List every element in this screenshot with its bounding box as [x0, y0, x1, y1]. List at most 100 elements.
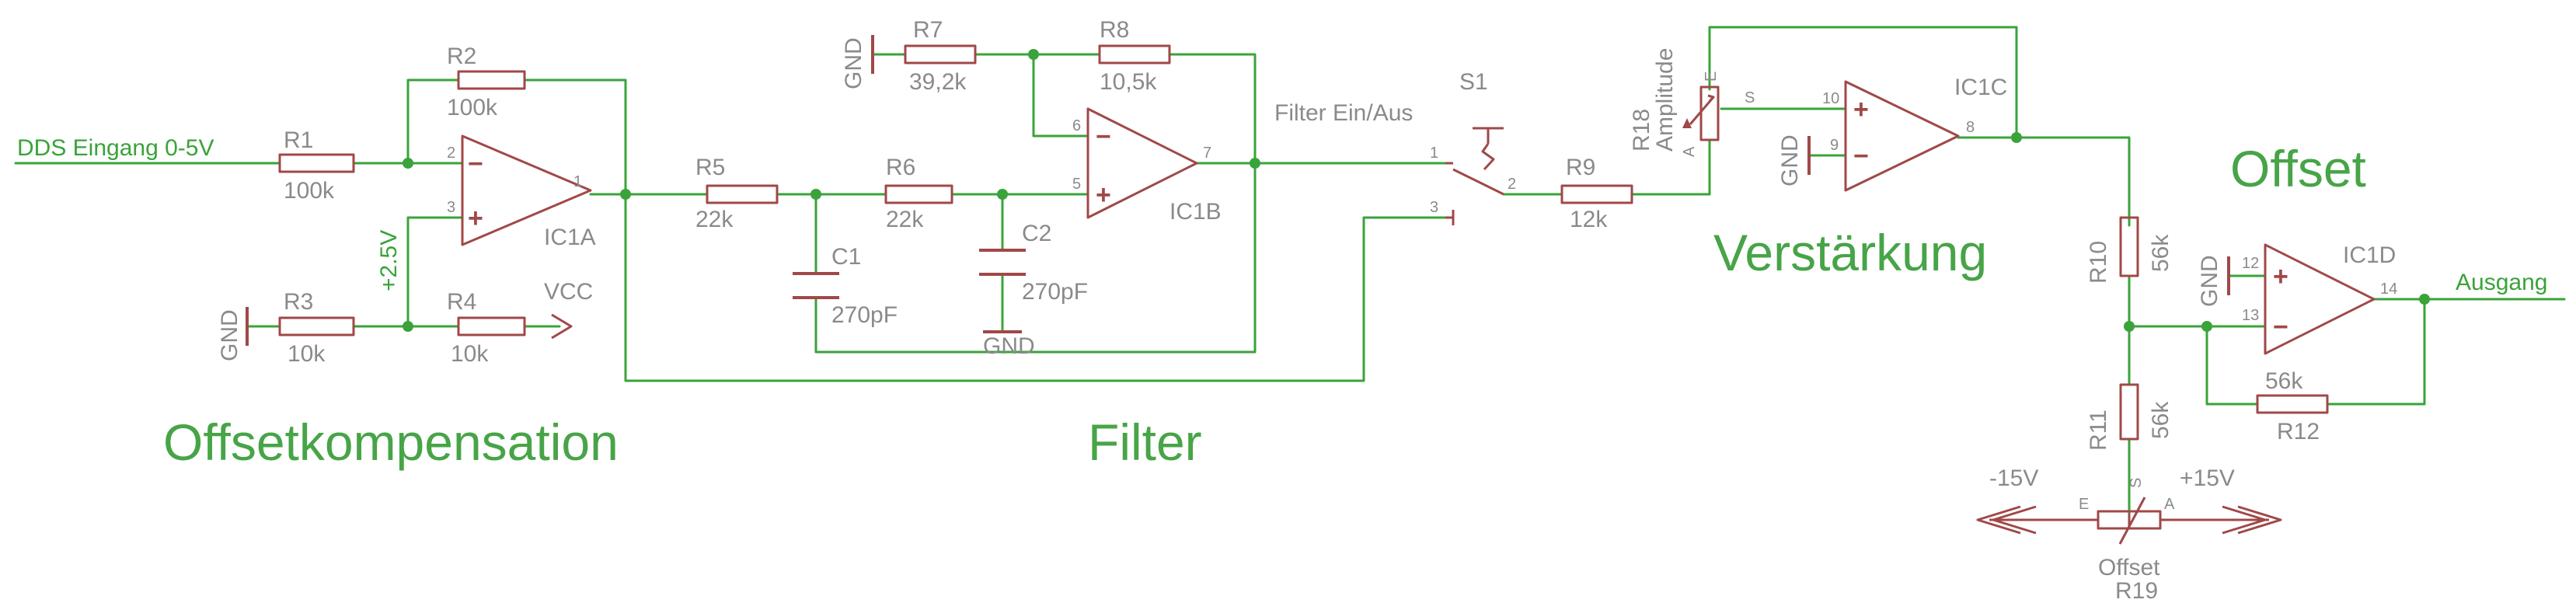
junction: [2201, 321, 2212, 332]
resistor-r6: R6 22k: [884, 155, 953, 232]
gnd-r3: GND: [217, 307, 249, 361]
pin-label: 5: [1072, 176, 1081, 193]
r1-name: R1: [284, 127, 313, 153]
minus-sign: −: [1853, 141, 1869, 171]
potentiometer-r18: R18 Amplitude E S A: [1629, 48, 1755, 157]
junction: [2011, 132, 2022, 143]
pos-label: +15V: [2180, 465, 2235, 491]
r18-name: R18: [1629, 109, 1654, 152]
opamp-ic1a: − + 2 3 1 IC1A: [447, 134, 596, 250]
r8-value: 10,5k: [1100, 69, 1157, 95]
junction: [1028, 49, 1039, 60]
r3-name: R3: [284, 289, 313, 315]
r8-name: R8: [1100, 17, 1129, 43]
wire-r8-out: [1168, 53, 1257, 165]
capacitor-c2: C2 270pF: [979, 221, 1088, 305]
pin-label: S: [2128, 478, 2145, 488]
r5-name: R5: [695, 155, 725, 180]
input-label: DDS Eingang 0-5V: [17, 135, 214, 161]
neg-label: -15V: [1989, 465, 2038, 491]
section-offset: Offset: [2230, 140, 2366, 197]
resistor-r3: R3 10k: [278, 289, 355, 367]
pin-label: E: [1703, 71, 1720, 82]
supply-pos: +15V: [2180, 465, 2282, 535]
capacitor-c1: C1 270pF: [793, 244, 898, 328]
junctions: [403, 49, 2430, 332]
pin-label: 14: [2380, 281, 2397, 298]
r9-value: 12k: [1570, 207, 1608, 232]
r11-name: R11: [2086, 410, 2111, 451]
r7-name: R7: [913, 17, 943, 43]
r11-value: 56k: [2148, 401, 2173, 439]
gnd-label: GND: [841, 37, 866, 89]
r7-value: 39,2k: [909, 69, 967, 95]
wire-ic1b-inv: [1032, 53, 1089, 138]
pin-label: 2: [1508, 176, 1516, 193]
pin-label: 12: [2242, 255, 2259, 272]
r10-name: R10: [2086, 241, 2111, 284]
pin-label: 2: [447, 145, 455, 162]
r12-value: 56k: [2265, 368, 2303, 394]
pin-label: A: [2164, 496, 2175, 513]
resistor-r11: R11 56k: [2086, 383, 2173, 451]
opamp-ic1d: + − 12 13 14 IC1D: [2242, 242, 2397, 355]
minus-sign: −: [468, 149, 483, 179]
junction: [2419, 294, 2430, 305]
r6-name: R6: [886, 155, 915, 180]
r1-value: 100k: [284, 178, 335, 204]
potentiometer-r19: Offset R19 E S A: [1989, 478, 2269, 604]
resistor-r1: R1 100k: [278, 127, 355, 204]
c2-value: 270pF: [1022, 279, 1088, 305]
pin-label: 1: [573, 173, 582, 190]
supply-neg: -15V: [1976, 465, 2038, 535]
minus-sign: −: [2273, 312, 2288, 342]
pin-label: A: [1681, 146, 1698, 157]
r10-value: 56k: [2148, 234, 2173, 272]
wire-c1-b: [814, 162, 1257, 354]
resistor-r2: R2 100k: [447, 44, 526, 120]
r4-name: R4: [447, 289, 476, 315]
r18-value: Amplitude: [1652, 48, 1678, 152]
junction: [1250, 158, 1260, 169]
gnd-ic1d: GND: [2197, 255, 2230, 307]
wires: [14, 26, 2566, 514]
pin-label: 7: [1203, 145, 1211, 162]
pin-label: E: [2079, 496, 2089, 513]
gnd-label: GND: [983, 333, 1035, 359]
switch-label: Filter Ein/Aus: [1274, 100, 1413, 126]
gnd-r7: GND: [841, 35, 874, 89]
ic1b-name: IC1B: [1169, 199, 1222, 225]
pin-label: 1: [1430, 145, 1438, 162]
pin-label: 3: [1430, 199, 1438, 216]
r19-name: R19: [2115, 578, 2158, 604]
output-label: Ausgang: [2456, 270, 2547, 295]
wire-r9-r18: [1630, 138, 1711, 196]
plus-sign: +: [1853, 95, 1869, 124]
vcc-label: VCC: [544, 279, 593, 305]
section-filter: Filter: [1088, 413, 1202, 471]
wire-ic1a-pin3: [406, 216, 464, 328]
resistor-r10: R10 56k: [2086, 216, 2173, 284]
junction: [2124, 321, 2135, 332]
ref-label: +2.5V: [376, 230, 402, 291]
r9-name: R9: [1566, 155, 1595, 180]
pin-label: 13: [2242, 307, 2259, 324]
r6-value: 22k: [886, 207, 924, 232]
r4-value: 10k: [451, 341, 489, 367]
pin-label: 3: [447, 199, 455, 216]
resistor-r4: R4 10k: [447, 289, 526, 367]
resistor-r12: 56k R12: [2256, 368, 2329, 444]
resistor-r8: R8 10,5k: [1098, 17, 1171, 95]
wire-r2-loop: [406, 78, 460, 165]
ic1c-name: IC1C: [1954, 75, 2007, 100]
opamp-ic1b: − + 6 5 7 IC1B: [1072, 107, 1222, 225]
pin-label: 6: [1072, 117, 1081, 134]
r5-value: 22k: [695, 207, 734, 232]
switch-s1: Filter Ein/Aus S1 1 2 3: [1274, 69, 1516, 225]
section-offsetkompensation: Offsetkompensation: [163, 413, 619, 471]
section-verstaerkung: Verstärkung: [1713, 224, 1987, 281]
gnd-label: GND: [2197, 255, 2222, 307]
opamp-ic1c: + − 10 9 8 IC1C: [1822, 75, 2007, 192]
pin-label: 10: [1822, 90, 1839, 107]
gnd-ic1c: GND: [1777, 134, 1811, 186]
